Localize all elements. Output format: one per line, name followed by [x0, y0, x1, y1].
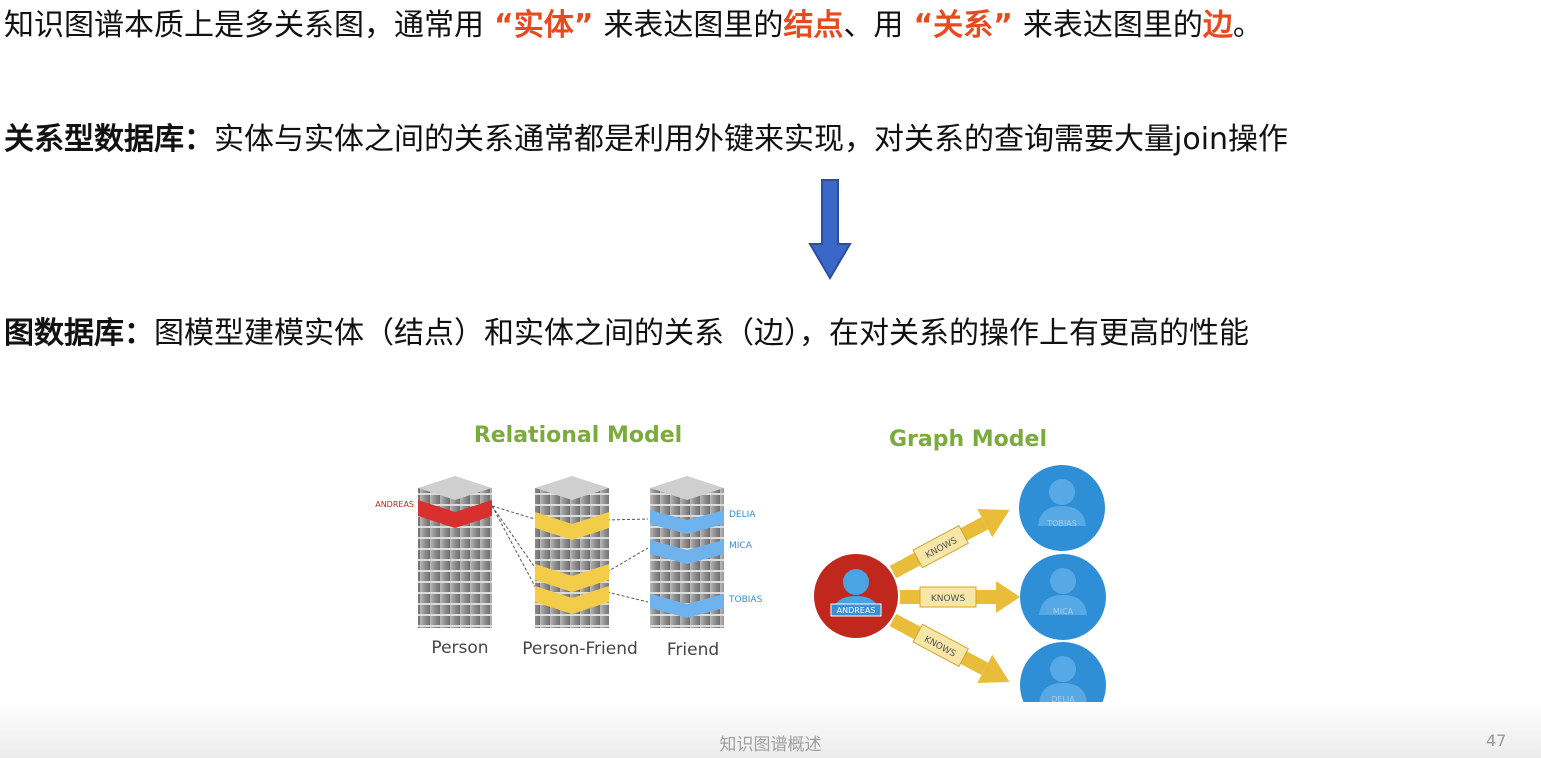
relational-db-text: 实体与实体之间的关系通常都是利用外键来实现，对关系的查询需要大量join操作	[214, 122, 1289, 157]
person-friend-caption: Person-Friend	[522, 639, 638, 659]
tobias-row-label: TOBIAS	[728, 595, 763, 605]
relational-db-line: 关系型数据库：实体与实体之间的关系通常都是利用外键来实现，对关系的查询需要大量j…	[4, 120, 1288, 160]
person-table	[418, 476, 492, 628]
footer-title: 知识图谱概述	[719, 735, 822, 755]
intro-sentence: 知识图谱本质上是多关系图，通常用“实体”来表达图里的结点、用“关系”来表达图里的…	[4, 6, 1263, 46]
person-caption: Person	[431, 638, 488, 658]
graph-db-text: 图模型建模实体（结点）和实体之间的关系（边），在对关系的操作上有更高的性能	[154, 316, 1249, 351]
edge-term: 边	[1202, 8, 1233, 43]
andreas-row	[418, 500, 492, 528]
andreas-row-label: ANDREAS	[375, 500, 414, 509]
knows-label-middle: KNOWS	[931, 594, 966, 604]
friend-caption: Friend	[667, 640, 719, 660]
knows-edge-bottom: KNOWS	[889, 613, 1010, 683]
foreign-key-links	[491, 505, 649, 603]
relation-term: “关系”	[913, 8, 1013, 43]
andreas-node: ANDREAS	[814, 554, 898, 638]
andreas-node-label: ANDREAS	[837, 606, 876, 615]
page-number: 47	[1486, 731, 1507, 750]
mica-node-label: MICA	[1053, 607, 1074, 616]
down-arrow-icon	[808, 179, 852, 280]
delia-row-label: DELIA	[729, 510, 756, 520]
friend-table	[650, 476, 724, 628]
relational-db-label: 关系型数据库：	[4, 122, 214, 157]
relational-model-title: Relational Model	[474, 423, 682, 448]
node-term: 结点	[783, 8, 844, 43]
graph-db-label: 图数据库：	[4, 316, 154, 351]
intro-part-a: 知识图谱本质上是多关系图，通常用	[4, 8, 484, 43]
tobias-node-label: TOBIAS	[1046, 519, 1077, 528]
intro-part-e: 来表达图里的	[1022, 8, 1203, 43]
graph-db-line: 图数据库：图模型建模实体（结点）和实体之间的关系（边），在对关系的操作上有更高的…	[4, 314, 1249, 354]
knows-edge-top: KNOWS	[889, 509, 1010, 579]
mica-row-label: MICA	[729, 541, 753, 551]
footer-bar	[0, 702, 1541, 758]
intro-part-g: 。	[1232, 8, 1263, 43]
person-friend-table	[535, 476, 609, 628]
entity-term: “实体”	[494, 8, 594, 43]
intro-part-d: 、用	[843, 8, 904, 43]
graph-model-title: Graph Model	[889, 427, 1047, 452]
intro-part-b: 来表达图里的	[603, 8, 784, 43]
tobias-node: TOBIAS	[1019, 465, 1105, 551]
delia-node-label: DELIA	[1051, 695, 1075, 704]
knows-edge-middle: KNOWS	[900, 581, 1020, 613]
mica-node: MICA	[1020, 554, 1106, 640]
